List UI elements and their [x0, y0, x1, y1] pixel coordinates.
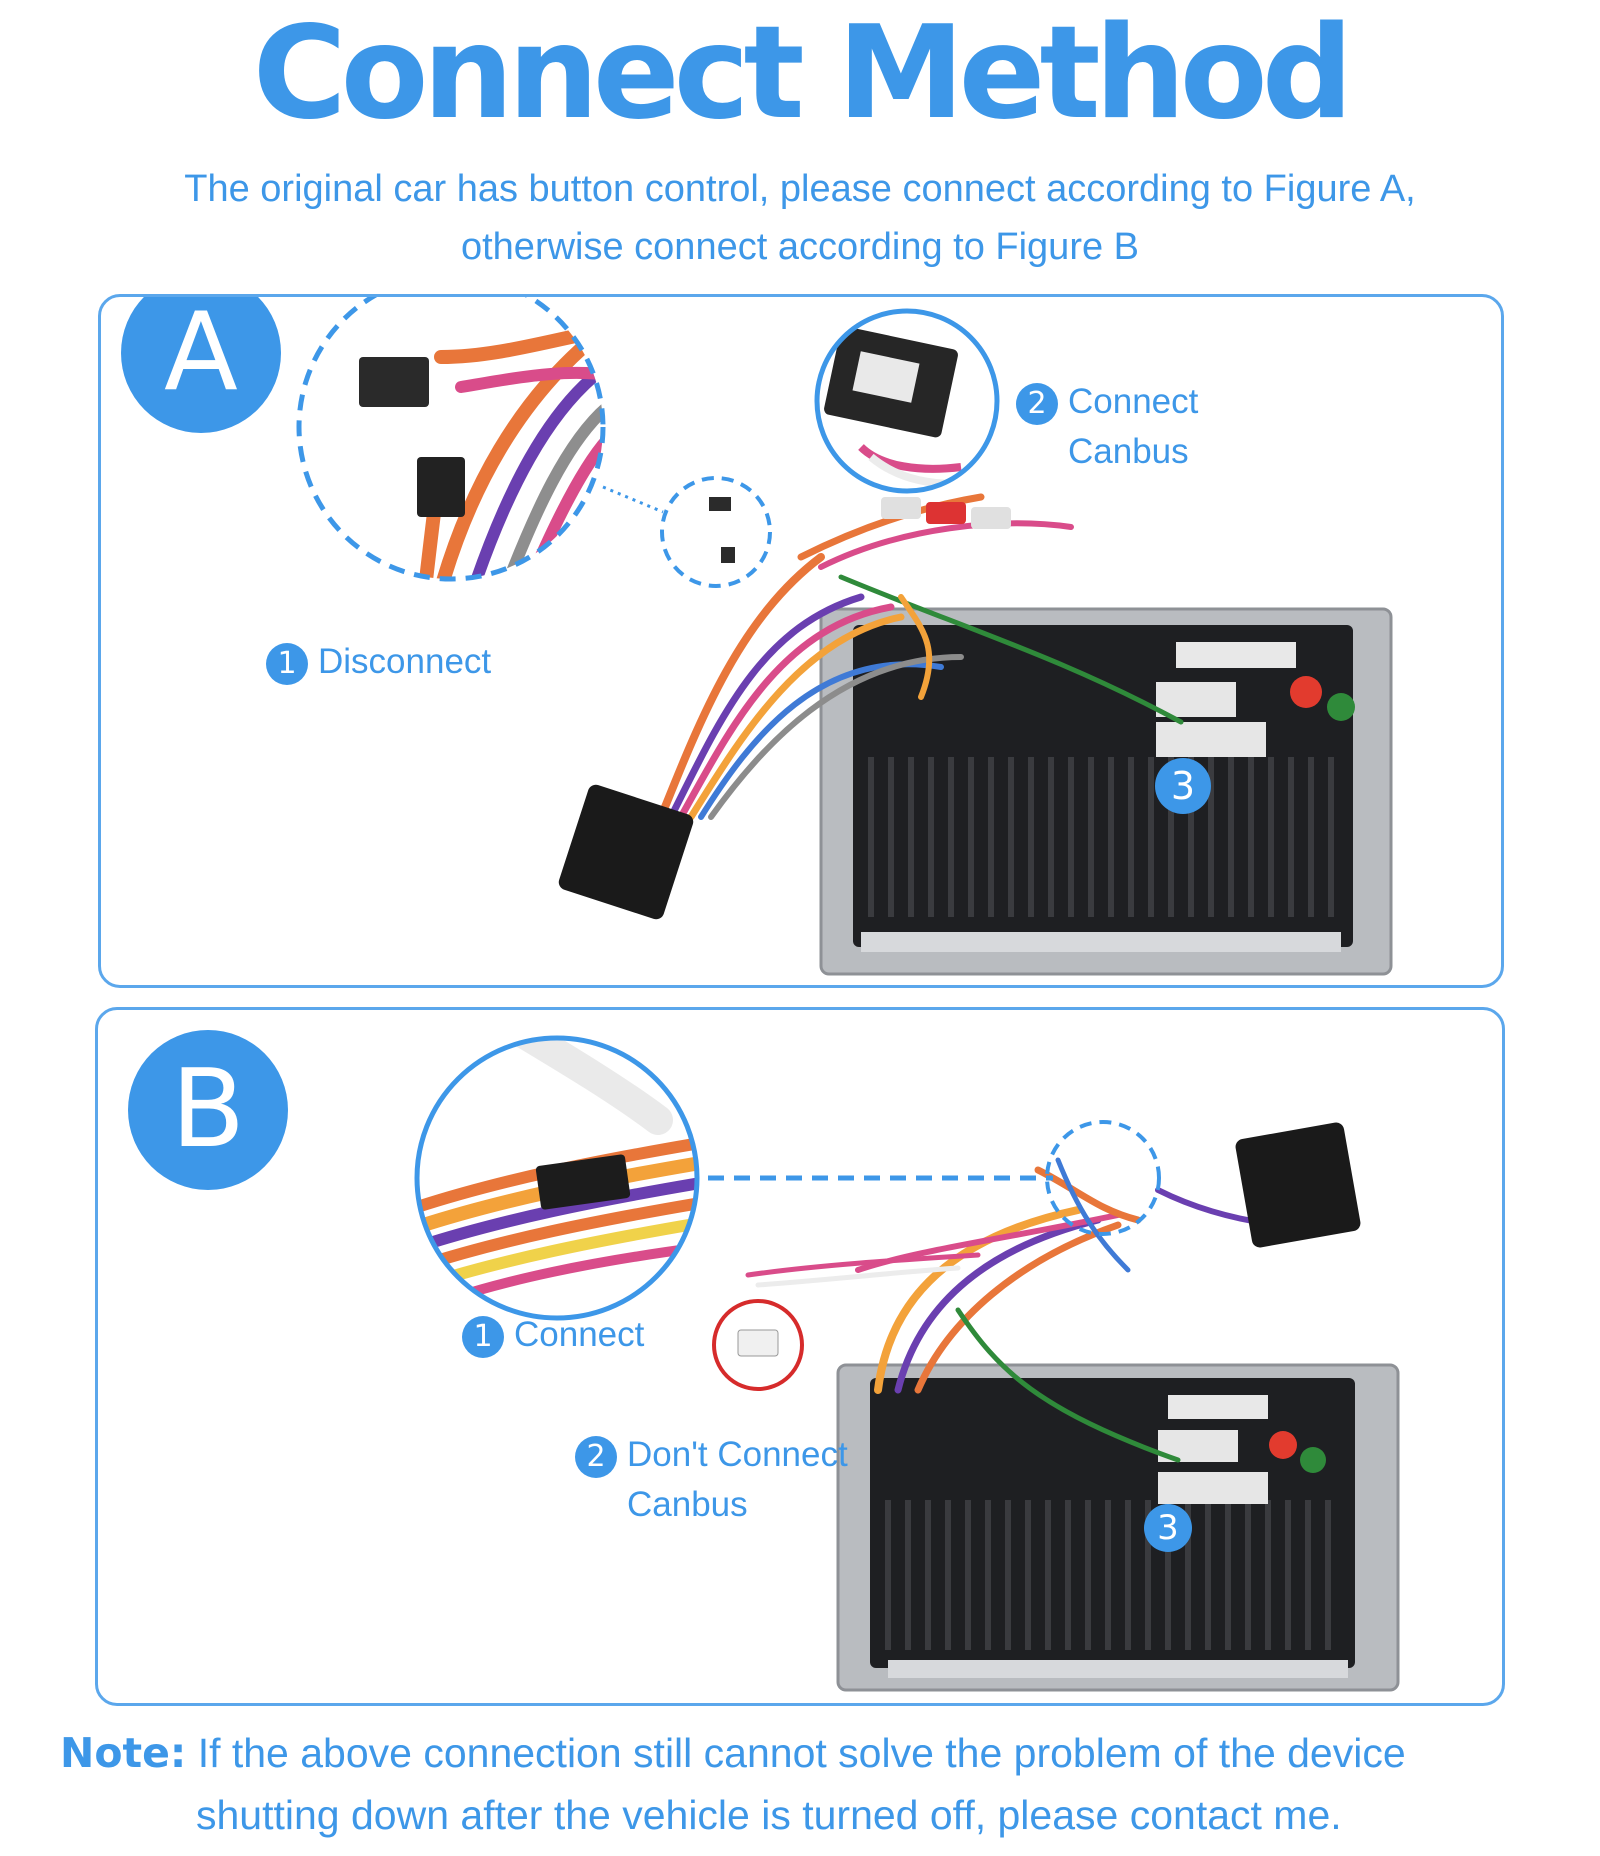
rca-plugs-a	[881, 497, 1011, 529]
note-line-2: shutting down after the vehicle is turne…	[196, 1792, 1342, 1838]
page-subtitle: The original car has button control, ple…	[0, 160, 1600, 276]
step-2-connect-canbus: 2 Connect Canbus	[1016, 377, 1198, 477]
figure-a-badge: A	[121, 297, 281, 433]
step-2-label-line2: Canbus	[627, 1485, 748, 1524]
step-1-disconnect: 1 Disconnect	[266, 637, 491, 687]
subtitle-line-2: otherwise connect according to Figure B	[460, 226, 1140, 268]
step-2-label-line2: Canbus	[1068, 432, 1189, 471]
step-2-dont-connect-canbus: 2 Don't Connect Canbus	[575, 1430, 848, 1530]
step-1-label: Disconnect	[318, 642, 492, 681]
step-2-label-line1: Don't Connect	[627, 1435, 848, 1474]
connector-pair-small-a	[709, 497, 735, 563]
figure-a-illustration	[296, 297, 1393, 976]
wiring-harness-b	[745, 1157, 1281, 1463]
step-1-number: 1	[462, 1315, 504, 1358]
disconnect-spot-marker	[660, 476, 772, 588]
step-2-number: 2	[575, 1435, 617, 1478]
canbus-plug-b	[737, 1329, 779, 1357]
figure-a-panel: A 1 Disconnect 2 Connect Canbus 3	[98, 294, 1504, 988]
note: Note: If the above connection still cann…	[60, 1722, 1560, 1846]
page-title: Connect Method	[252, 0, 1354, 148]
head-unit-a	[819, 607, 1393, 976]
iso-connector-a	[558, 784, 694, 920]
head-unit-b	[836, 1363, 1400, 1692]
figure-b-panel: B 1 Connect 2 Don't Connect Canbus 3	[95, 1007, 1505, 1706]
subtitle-line-1: The original car has button control, ple…	[184, 168, 1416, 210]
step-3-number: 3	[1144, 1504, 1192, 1552]
step-2-number: 2	[1016, 382, 1058, 425]
connect-spot-marker	[1045, 1120, 1161, 1236]
step-2-label-line1: Connect	[1068, 382, 1199, 421]
figure-b-illustration	[414, 1035, 1400, 1692]
canbus-red-marker	[712, 1299, 804, 1391]
step-3-number: 3	[1155, 758, 1211, 814]
figure-b-badge: B	[128, 1030, 288, 1190]
wiring-harness-a	[657, 493, 1184, 821]
iso-connector-b	[1235, 1122, 1361, 1248]
note-key: Note:	[60, 1729, 187, 1777]
zoom-disconnect	[296, 297, 606, 582]
step-1-label: Connect	[514, 1315, 645, 1354]
zoom-connect	[414, 1035, 700, 1321]
step-1-number: 1	[266, 642, 308, 685]
leader-line-a	[602, 485, 664, 514]
note-line-1: If the above connection still cannot sol…	[186, 1730, 1406, 1776]
step-1-connect: 1 Connect	[462, 1310, 644, 1360]
zoom-canbus	[814, 308, 1000, 494]
